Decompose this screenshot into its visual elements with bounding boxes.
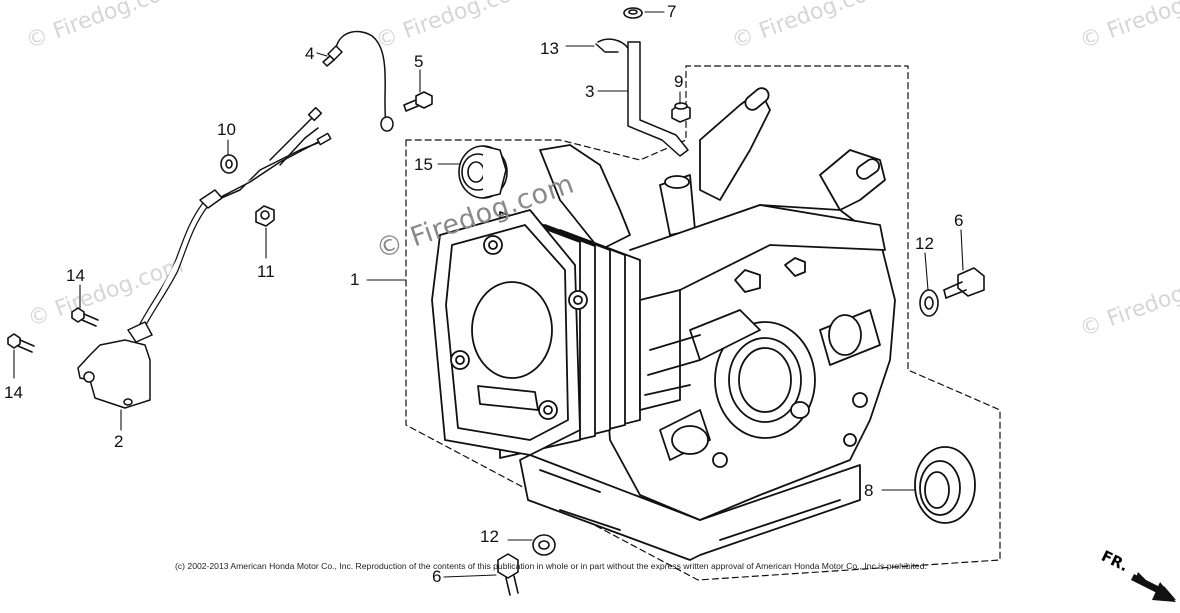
bolt-14-upper [71,307,99,327]
bolt-6-right [943,267,985,299]
bolt-14-lower [7,333,35,353]
callout-13: 13 [540,39,559,58]
bolt-6-bottom [497,553,519,596]
bolt-5 [403,91,433,112]
callout-11: 11 [257,262,275,281]
nut-9 [671,102,691,123]
callout-6-bottom: 6 [432,567,442,586]
callout-8: 8 [864,481,874,500]
callout-6-right: 6 [954,211,964,230]
washer-12-bottom [532,534,556,556]
switch-harness-2 [77,106,332,409]
bearing-15 [458,145,508,199]
callout-5: 5 [414,52,424,71]
washer-7 [623,7,643,19]
callout-10: 10 [217,120,236,139]
callout-3: 3 [585,82,595,101]
callout-12-right: 12 [915,234,934,253]
callout-15: 15 [414,155,433,174]
callout-1: 1 [350,270,360,289]
callout-4: 4 [305,44,315,63]
leader-lines [13,11,964,578]
oil-seal-8 [914,446,976,524]
assembly-boundary [405,65,1001,581]
callout-7: 7 [667,2,677,21]
oil-gauge-rod [595,38,689,157]
nut-11 [255,205,275,227]
washer-10 [220,154,238,174]
copyright-notice: (c) 2002-2013 American Honda Motor Co., … [175,561,927,571]
callout-9: 9 [674,72,684,91]
cylinder-barrel [431,209,701,459]
ground-wire-4 [322,30,394,132]
forward-arrow-icon [1131,572,1176,602]
callout-14-upper: 14 [66,266,85,285]
washer-12-right [919,289,939,317]
callout-14-lower: 14 [4,383,23,402]
crankcase-block [519,87,896,561]
callout-2: 2 [114,432,124,451]
callout-12-bottom: 12 [480,527,499,546]
